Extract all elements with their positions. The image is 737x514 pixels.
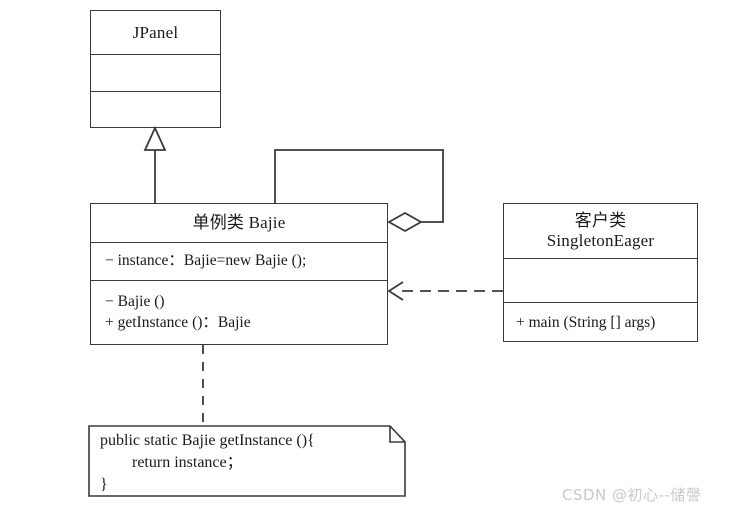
singleton-attribute-instance: − instance：Bajie=new Bajie (); — [105, 252, 307, 270]
note-code-line1: public static Bajie getInstance (){ — [100, 432, 315, 449]
client-name-compartment: 客户类 SingletonEager — [504, 204, 697, 259]
dependency-connector-client-to-singleton[interactable] — [387, 281, 503, 301]
client-class-name-line2: SingletonEager — [546, 231, 655, 250]
client-class-name-line1: 客户类 — [574, 211, 627, 231]
client-operations-compartment: + main (String [] args) — [504, 303, 697, 343]
generalization-connector-singleton-to-jpanel[interactable] — [143, 125, 167, 203]
dependency-open-arrowhead — [387, 281, 404, 301]
jpanel-name-compartment: JPanel — [91, 11, 220, 55]
singleton-operation-getinstance: + getInstance ()：Bajie — [105, 313, 251, 331]
note-outline — [88, 425, 406, 497]
note-code-line2: return instance； — [100, 454, 243, 471]
csdn-watermark: CSDN @初心--储謦 — [562, 486, 702, 504]
aggregation-loop-line — [274, 149, 444, 223]
note-shape — [88, 425, 406, 497]
generalization-arrowhead-triangle — [143, 125, 167, 151]
singleton-operation-constructor: − Bajie () — [105, 292, 165, 310]
note-code-line3: } — [100, 476, 108, 493]
client-operation-main: + main (String [] args) — [516, 313, 656, 331]
self-aggregation-connector-singleton[interactable] — [274, 149, 444, 233]
singleton-attributes-compartment: − instance：Bajie=new Bajie (); — [91, 243, 387, 281]
class-box-singleton[interactable]: 单例类 Bajie − instance：Bajie=new Bajie ();… — [90, 203, 388, 345]
jpanel-class-name: JPanel — [132, 22, 179, 42]
aggregation-diamond — [387, 211, 423, 233]
note-box-getinstance[interactable]: public static Bajie getInstance (){ retu… — [88, 425, 406, 497]
singleton-name-compartment: 单例类 Bajie — [91, 204, 387, 243]
class-box-client[interactable]: 客户类 SingletonEager + main (String [] arg… — [503, 203, 698, 342]
note-fold-icon — [389, 426, 405, 443]
singleton-class-name: 单例类 Bajie — [192, 213, 286, 233]
client-attributes-compartment — [504, 259, 697, 303]
class-box-jpanel[interactable]: JPanel — [90, 10, 221, 128]
singleton-operations-compartment: − Bajie () + getInstance ()：Bajie — [91, 281, 387, 344]
jpanel-attributes-compartment — [91, 55, 220, 92]
